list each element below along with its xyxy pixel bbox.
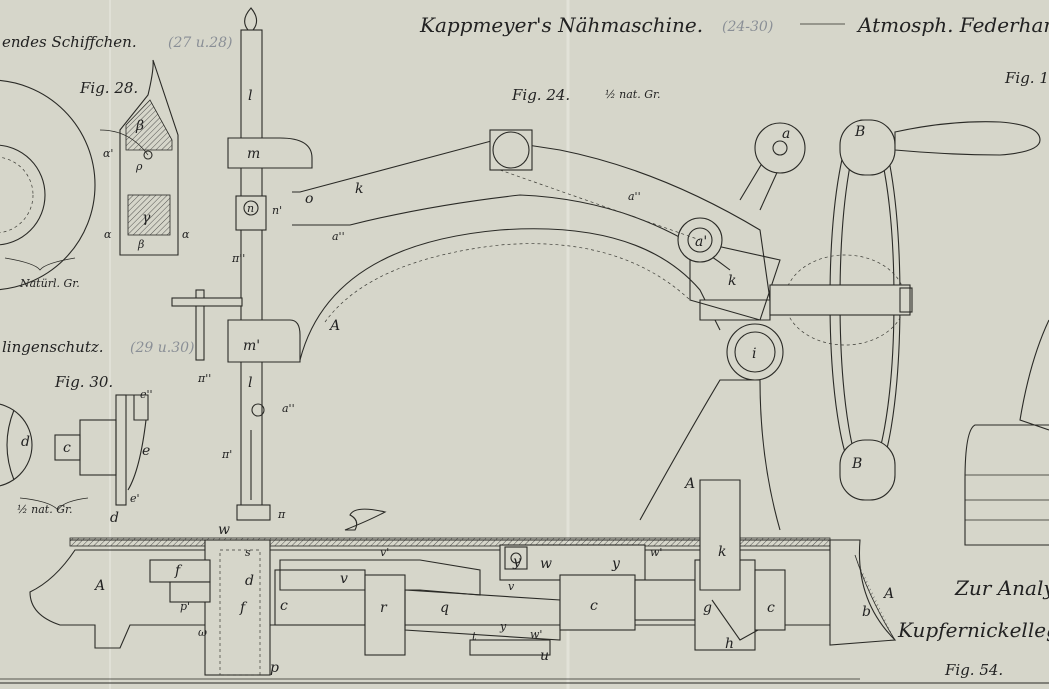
label: β (137, 238, 144, 251)
label: l (248, 375, 252, 391)
label: v (508, 580, 515, 593)
label: a'' (332, 230, 345, 243)
label: a'' (282, 402, 295, 415)
label: w' (530, 628, 542, 641)
label: c (590, 598, 598, 614)
label: c (280, 598, 288, 614)
label: n' (272, 204, 282, 217)
label: w' (650, 546, 662, 559)
label: o (305, 191, 313, 207)
fig28-shuttle (99, 59, 179, 256)
label: α' (103, 147, 113, 160)
captions: endes Schiffchen. (27 u.28) Fig. 28. Fig… (2, 33, 1049, 679)
caption-fig30: Fig. 30. (54, 373, 113, 391)
label: A (328, 318, 340, 334)
plate-title-right: Atmosph. Federham (856, 13, 1049, 37)
caption-shuttle-range: (27 u.28) (168, 35, 232, 51)
plate-title: Kappmeyer's Nähmaschine. (419, 13, 703, 37)
caption-fig54: Fig. 54. (944, 661, 1003, 679)
caption-alloy: Kupfernickelleg (897, 618, 1049, 642)
caption-guard: lingenschutz. (2, 338, 104, 356)
needle-bar-assembly (171, 7, 313, 521)
fig29-guard-circle (0, 403, 89, 511)
caption-shuttle: endes Schiffchen. (2, 33, 137, 51)
label: a (782, 126, 790, 142)
label: A (93, 578, 105, 594)
label: B (851, 456, 862, 472)
label: s (245, 546, 251, 559)
label: e' (130, 492, 140, 505)
label: u (540, 648, 549, 664)
label: i (752, 346, 756, 362)
fig27-shuttle-circle (0, 79, 96, 291)
label: t (472, 630, 477, 643)
label: γ (142, 210, 151, 226)
label: w (218, 522, 230, 538)
label: a' (695, 234, 707, 250)
label: α (182, 228, 190, 241)
label: d (21, 434, 30, 450)
machine-arm (292, 122, 806, 531)
caption-natural-size: Natürl. Gr. (19, 277, 80, 290)
label: B (854, 124, 865, 140)
label: e (142, 443, 150, 459)
caption-analysis: Zur Analy (954, 576, 1049, 600)
label: β (135, 118, 144, 134)
label: f (174, 563, 183, 579)
label: d (110, 510, 119, 526)
caption-fig24: Fig. 24. (511, 86, 570, 104)
label: q (440, 600, 449, 616)
label: n (247, 202, 254, 215)
hand-wheel (769, 119, 1041, 501)
part-labels: l m o k n n' a'' a'' a B a' k i B A m' l… (21, 88, 894, 676)
label: a'' (628, 190, 641, 203)
machine-base (0, 479, 1049, 684)
label: d (245, 573, 254, 589)
label: k (718, 544, 726, 560)
label: g (703, 600, 712, 616)
fig-right-fragment (964, 319, 1049, 546)
label: p (270, 660, 279, 676)
caption-fig-right: Fig. 1 (1004, 69, 1049, 87)
label: r (380, 600, 388, 616)
label: π'' (231, 252, 245, 265)
label: π (277, 508, 286, 521)
label: w (540, 556, 552, 572)
caption-fig24-scale: ½ nat. Gr. (605, 88, 661, 101)
label: m' (243, 338, 260, 354)
label: π' (221, 448, 232, 461)
caption-fig28: Fig. 28. (79, 79, 138, 97)
label: y (512, 554, 522, 570)
label: h (725, 636, 734, 652)
label: b (862, 604, 871, 620)
label: ρ (135, 160, 143, 173)
caption-guard-range: (29 u.30) (130, 340, 194, 356)
label: e'' (140, 388, 153, 401)
label: c (767, 600, 775, 616)
label: y (611, 556, 621, 572)
label: ω (198, 626, 207, 639)
plate-title-range: (24-30) (722, 19, 773, 35)
fig30-guard (54, 394, 149, 506)
label: k (355, 181, 363, 197)
label: p' (180, 600, 190, 613)
label: A (683, 476, 695, 492)
label: A (882, 586, 894, 602)
label: α (104, 228, 112, 241)
label: v (340, 571, 348, 587)
label: f (239, 600, 248, 616)
label: π'' (197, 372, 211, 385)
label: c (63, 440, 71, 456)
label: l (248, 88, 252, 104)
label: k (728, 273, 736, 289)
label: m (247, 146, 260, 162)
label: v' (380, 546, 389, 559)
label: y (499, 620, 507, 633)
caption-fig30-scale: ½ nat. Gr. (17, 503, 73, 516)
